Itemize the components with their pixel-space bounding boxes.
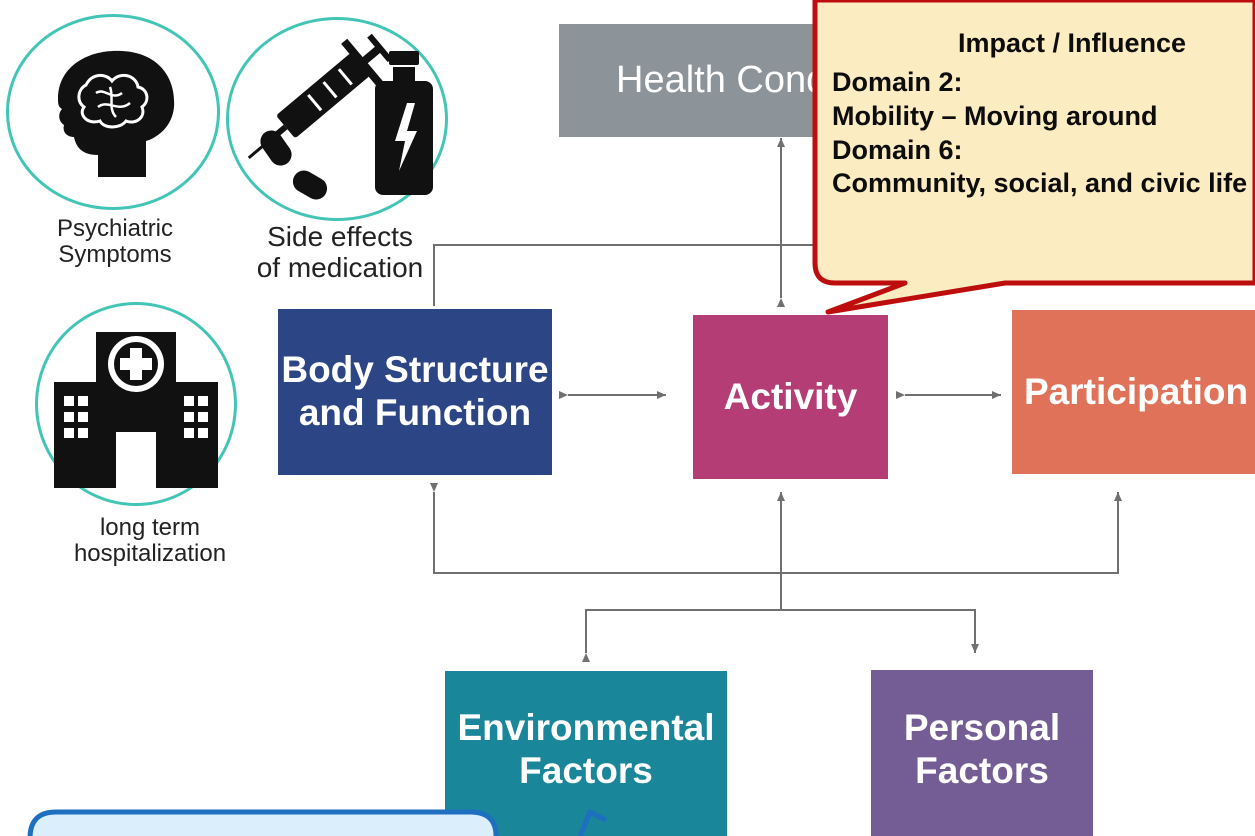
psychiatric-label-line2: Symptoms xyxy=(58,241,172,269)
bottle-icon xyxy=(375,51,433,195)
callout-mobility: Mobility – Moving around xyxy=(832,101,1158,131)
personal-label-line1: Personal xyxy=(903,707,1061,748)
callout-title: Impact / Influence xyxy=(958,28,1187,58)
medication-icon-circle xyxy=(226,17,448,221)
participation-label: Participation xyxy=(1024,370,1249,412)
brain-head-icon xyxy=(58,50,175,177)
syringe-icon xyxy=(247,33,393,160)
hospital-icon xyxy=(54,332,218,488)
side-effects-label-line2: of medication xyxy=(256,251,424,283)
environmental-label-line1: Environmental xyxy=(457,707,715,748)
environmental-factors-box: Environmental Factors xyxy=(445,671,727,836)
callout-domain-2: Domain 2: xyxy=(832,67,963,97)
participation-box: Participation xyxy=(1012,310,1255,474)
personal-label-line2: Factors xyxy=(915,749,1049,791)
environmental-label-line2: Factors xyxy=(519,749,653,791)
hospitalization-label-line2: hospitalization xyxy=(73,540,227,568)
personal-factors-box: Personal Factors xyxy=(871,670,1093,836)
callout-community: Community, social, and civic life xyxy=(832,168,1248,198)
psychiatric-icon-circle xyxy=(6,14,220,210)
hospital-icon-circle xyxy=(35,302,237,506)
psychiatric-label: Psychiatric Symptoms xyxy=(40,215,190,269)
hospitalization-label-line1: long term xyxy=(99,514,201,541)
activity-box: Activity xyxy=(693,315,888,479)
body-structure-box: Body Structure and Function xyxy=(278,309,552,475)
psychiatric-label-line1: Psychiatric xyxy=(56,215,174,242)
callout-domain-6: Domain 6: xyxy=(832,135,963,165)
pills-icon xyxy=(260,130,328,200)
side-effects-label-line1: Side effects xyxy=(267,221,413,252)
hospitalization-label: long term hospitalization xyxy=(55,514,245,568)
side-effects-label: Side effects of medication xyxy=(250,221,430,284)
medication-icon xyxy=(247,33,433,200)
body-structure-label-line2: and Function xyxy=(298,392,532,433)
activity-label: Activity xyxy=(723,375,858,417)
body-structure-label-line1: Body Structure xyxy=(281,349,549,391)
